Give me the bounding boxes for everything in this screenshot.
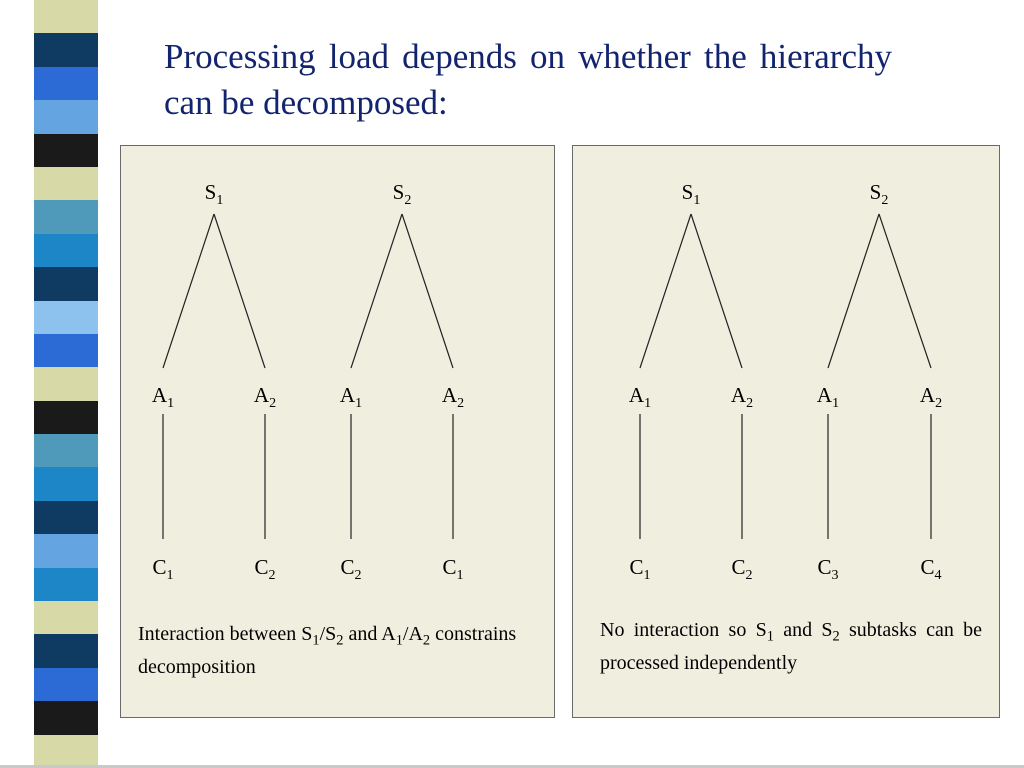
stripe-segment bbox=[34, 500, 98, 535]
right-caption: No interaction so S1 and S2 subtasks can… bbox=[600, 619, 982, 674]
tree-edge bbox=[401, 213, 454, 369]
leaf-node-c1: C1 bbox=[442, 555, 463, 583]
leaf-node-c2: C2 bbox=[254, 555, 275, 583]
child-node-a1: A1 bbox=[817, 383, 839, 411]
root-node-s1: S1 bbox=[682, 180, 701, 208]
stripe-segment bbox=[34, 33, 98, 67]
root-node-s2: S2 bbox=[393, 180, 412, 208]
child-node-a2: A2 bbox=[442, 383, 464, 411]
stripe-segment bbox=[34, 367, 98, 401]
child-node-a1: A1 bbox=[340, 383, 362, 411]
leaf-node-c4: C4 bbox=[920, 555, 941, 583]
left-caption: Interaction between S1/S2 and A1/A2 cons… bbox=[138, 623, 517, 678]
stripe-segment bbox=[34, 233, 98, 268]
stripe-segment bbox=[34, 734, 98, 768]
stripe-bar bbox=[34, 0, 98, 768]
tree-edge bbox=[878, 213, 932, 369]
child-node-a2: A2 bbox=[254, 383, 276, 411]
leaf-node-c3: C3 bbox=[817, 555, 838, 583]
child-node-a1: A1 bbox=[152, 383, 174, 411]
caption-subscript: 1 bbox=[395, 632, 403, 649]
stripe-segment bbox=[34, 567, 98, 602]
stripe-segment bbox=[34, 467, 98, 501]
tree-edge bbox=[690, 213, 743, 369]
caption-subscript: 2 bbox=[422, 632, 431, 649]
stripe-segment bbox=[34, 66, 98, 101]
leaf-node-c1: C1 bbox=[629, 555, 650, 583]
stripe-segment bbox=[34, 434, 98, 468]
stripe-segment bbox=[34, 333, 98, 368]
stripe-segment bbox=[34, 166, 98, 201]
stripe-segment bbox=[34, 667, 98, 702]
child-node-a1: A1 bbox=[629, 383, 651, 411]
root-node-s1: S1 bbox=[205, 180, 224, 208]
tree-edge bbox=[827, 213, 880, 369]
child-node-a2: A2 bbox=[731, 383, 753, 411]
stripe-segment bbox=[34, 133, 98, 167]
stripe-segment bbox=[34, 534, 98, 568]
caption-subscript: 1 bbox=[312, 632, 320, 649]
caption-subscript: 2 bbox=[832, 628, 840, 645]
root-node-s2: S2 bbox=[870, 180, 889, 208]
leaf-node-c1: C1 bbox=[152, 555, 173, 583]
tree-edge bbox=[350, 213, 403, 369]
stripe-segment bbox=[34, 400, 98, 435]
stripe-segment bbox=[34, 200, 98, 234]
bottom-rule bbox=[0, 765, 1024, 768]
stripe-segment bbox=[34, 701, 98, 735]
tree-edge bbox=[213, 213, 266, 369]
caption-subscript: 1 bbox=[766, 628, 774, 645]
leaf-node-c2: C2 bbox=[731, 555, 752, 583]
leaf-node-c2: C2 bbox=[340, 555, 361, 583]
stripe-segment bbox=[34, 300, 98, 334]
slide-title: Processing load depends on whether the h… bbox=[164, 37, 892, 122]
stripe-segment bbox=[34, 100, 98, 134]
caption-subscript: 2 bbox=[336, 632, 344, 649]
tree-edge bbox=[162, 213, 215, 369]
child-node-a2: A2 bbox=[920, 383, 942, 411]
stripe-segment bbox=[34, 267, 98, 301]
stripe-segment bbox=[34, 601, 98, 635]
tree-edge bbox=[639, 213, 692, 369]
stripe-segment bbox=[34, 0, 98, 34]
stripe-segment bbox=[34, 634, 98, 668]
